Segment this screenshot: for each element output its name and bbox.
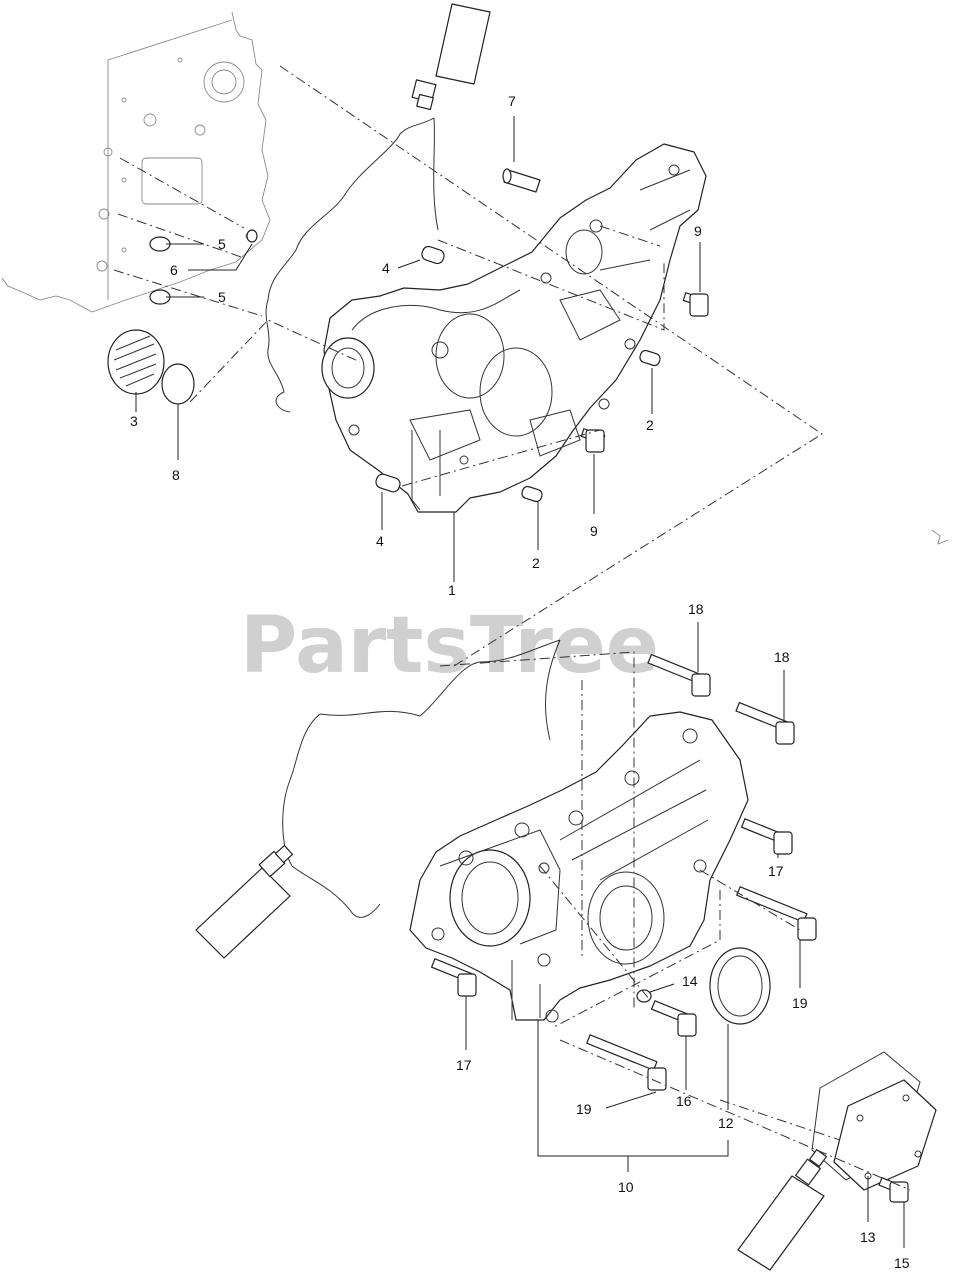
bolt-15 xyxy=(878,1177,909,1203)
callout-9-lower: 9 xyxy=(590,523,598,539)
callout-4-upper: 4 xyxy=(382,260,390,276)
sealant-tube-lower-right xyxy=(737,1149,827,1271)
bolt-9-lower xyxy=(580,428,606,453)
gasket-8 xyxy=(161,363,195,405)
callout-19-right: 19 xyxy=(792,995,808,1011)
o-ring-6 xyxy=(246,229,258,243)
leader-lines xyxy=(135,116,905,1248)
callout-18-upper: 18 xyxy=(688,601,704,617)
cover-plate-13 xyxy=(811,1051,937,1191)
callout-17-left: 17 xyxy=(456,1057,472,1073)
alignment-lines xyxy=(113,65,911,1191)
callout-13: 13 xyxy=(860,1229,876,1245)
callout-16: 16 xyxy=(676,1093,692,1109)
callout-4-lower: 4 xyxy=(376,533,384,549)
dowel-2-lower xyxy=(521,485,543,503)
gear-case-1 xyxy=(321,143,707,513)
gasket-lower xyxy=(282,639,561,918)
bolt-18-lower xyxy=(735,701,795,745)
callout-15: 15 xyxy=(894,1255,910,1271)
bolt-19-lower xyxy=(586,1034,667,1091)
callout-18-lower: 18 xyxy=(774,649,790,665)
bolt-16 xyxy=(650,1000,697,1037)
stud-7 xyxy=(502,168,541,193)
callout-5-lower: 5 xyxy=(218,289,226,305)
callout-labels: 1 2 2 3 4 4 5 5 6 7 8 9 9 10 12 13 14 15… xyxy=(130,93,910,1271)
bolt-19-right xyxy=(736,886,817,941)
bolt-18-upper xyxy=(647,653,711,697)
callout-2-lower: 2 xyxy=(532,555,540,571)
stray-mark xyxy=(931,529,949,545)
callout-10: 10 xyxy=(618,1179,634,1195)
washer-14 xyxy=(636,989,652,1003)
callout-19-lower: 19 xyxy=(576,1101,592,1117)
callout-1: 1 xyxy=(448,582,456,598)
engine-block-outline xyxy=(1,11,271,313)
timing-cover-10 xyxy=(409,711,749,1023)
callout-7: 7 xyxy=(508,93,516,109)
callout-9-upper: 9 xyxy=(694,223,702,239)
bolt-17-right xyxy=(740,818,793,855)
callout-6: 6 xyxy=(170,262,178,278)
cap-3 xyxy=(107,329,165,395)
callout-14: 14 xyxy=(682,973,698,989)
dowel-4-lower xyxy=(375,473,401,493)
callout-17-right: 17 xyxy=(768,863,784,879)
dowel-2-upper xyxy=(639,349,661,367)
bolt-9-upper xyxy=(682,292,709,317)
bolt-17-left xyxy=(430,958,477,997)
gasket-upper xyxy=(265,117,439,413)
callout-12: 12 xyxy=(718,1115,734,1131)
callout-5-upper: 5 xyxy=(218,236,226,252)
dowel-4-upper xyxy=(421,245,445,265)
callout-2-upper: 2 xyxy=(646,417,654,433)
sealant-tube-top xyxy=(411,3,491,111)
watermark: PartsTree xyxy=(240,601,659,691)
callout-8: 8 xyxy=(172,467,180,483)
sealant-tube-lower-left xyxy=(195,844,294,959)
oil-seal-12 xyxy=(709,947,771,1025)
callout-3: 3 xyxy=(130,413,138,429)
